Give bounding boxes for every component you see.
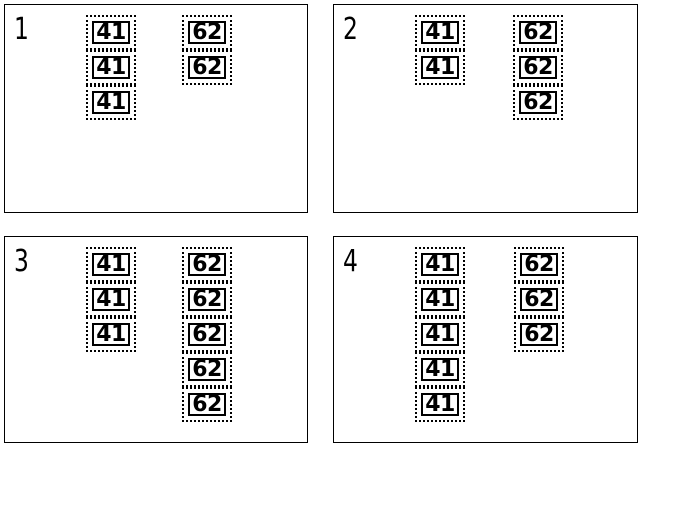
stamp-41: 41 — [415, 247, 465, 282]
stamp-column-62: 62 62 62 62 62 — [182, 247, 232, 422]
stamp-column-41: 41 41 41 — [86, 15, 136, 120]
stamp-face: 41 — [92, 323, 130, 346]
stamp-value: 62 — [192, 19, 222, 45]
stamp-62: 62 — [182, 247, 232, 282]
stamp-62: 62 — [513, 85, 563, 120]
stamp-62: 62 — [513, 15, 563, 50]
panel-3: 3 41 41 41 62 62 62 62 62 — [4, 236, 308, 443]
stamp-41: 41 — [86, 85, 136, 120]
stamp-face: 62 — [188, 393, 226, 416]
stamp-62: 62 — [182, 352, 232, 387]
stamp-41: 41 — [415, 282, 465, 317]
stamp-62: 62 — [182, 387, 232, 422]
stamp-41: 41 — [86, 15, 136, 50]
stamp-face: 41 — [421, 358, 459, 381]
stamp-face: 62 — [188, 21, 226, 44]
stamp-value: 41 — [425, 54, 455, 80]
panel-number: 3 — [14, 244, 29, 279]
stamp-column-41: 41 41 41 41 41 — [415, 247, 465, 422]
stamp-value: 41 — [96, 286, 126, 312]
stamp-face: 62 — [188, 323, 226, 346]
stamp-value: 41 — [425, 321, 455, 347]
stamp-value: 62 — [523, 89, 553, 115]
stamp-value: 41 — [96, 19, 126, 45]
stamp-value: 62 — [523, 19, 553, 45]
stamp-face: 41 — [421, 288, 459, 311]
stamp-face: 62 — [520, 323, 558, 346]
stamp-value: 62 — [192, 356, 222, 382]
stamp-value: 41 — [425, 286, 455, 312]
stamp-face: 62 — [188, 56, 226, 79]
stamp-62: 62 — [182, 15, 232, 50]
stamp-62: 62 — [182, 50, 232, 85]
stamp-face: 62 — [520, 253, 558, 276]
stamp-41: 41 — [415, 387, 465, 422]
stamp-value: 62 — [192, 391, 222, 417]
stamp-value: 62 — [524, 321, 554, 347]
stamp-62: 62 — [514, 282, 564, 317]
stamp-face: 41 — [92, 91, 130, 114]
stamp-62: 62 — [182, 317, 232, 352]
stamp-face: 62 — [519, 56, 557, 79]
stamp-column-62: 62 62 62 — [514, 247, 564, 352]
panel-4: 4 41 41 41 41 41 62 62 62 — [333, 236, 638, 443]
stamp-value: 41 — [96, 321, 126, 347]
stamp-face: 41 — [92, 253, 130, 276]
stamp-value: 62 — [192, 286, 222, 312]
stamp-value: 62 — [523, 54, 553, 80]
stamp-41: 41 — [415, 50, 465, 85]
panel-number: 2 — [343, 12, 358, 47]
stamp-62: 62 — [513, 50, 563, 85]
stamp-62: 62 — [514, 317, 564, 352]
stamp-41: 41 — [415, 15, 465, 50]
stamp-face: 62 — [188, 253, 226, 276]
stamp-value: 41 — [425, 356, 455, 382]
stamp-face: 62 — [188, 358, 226, 381]
stamp-face: 41 — [421, 21, 459, 44]
stamp-face: 62 — [188, 288, 226, 311]
stamp-value: 62 — [192, 54, 222, 80]
stamp-value: 41 — [96, 54, 126, 80]
stamp-face: 41 — [92, 56, 130, 79]
stamp-face: 41 — [421, 323, 459, 346]
stamp-value: 41 — [425, 251, 455, 277]
panel-number: 4 — [343, 244, 358, 279]
panel-number: 1 — [14, 12, 29, 47]
stamp-face: 62 — [519, 91, 557, 114]
stamp-face: 41 — [92, 21, 130, 44]
stamp-value: 62 — [192, 321, 222, 347]
stamp-62: 62 — [182, 282, 232, 317]
stamp-41: 41 — [415, 352, 465, 387]
stamp-value: 62 — [524, 251, 554, 277]
stamp-face: 41 — [421, 253, 459, 276]
stamp-column-62: 62 62 62 — [513, 15, 563, 120]
stamp-62: 62 — [514, 247, 564, 282]
stamp-41: 41 — [86, 247, 136, 282]
stamp-41: 41 — [415, 317, 465, 352]
stamp-face: 41 — [92, 288, 130, 311]
stamp-41: 41 — [86, 317, 136, 352]
stamp-value: 41 — [96, 89, 126, 115]
stamp-value: 62 — [524, 286, 554, 312]
stamp-41: 41 — [86, 282, 136, 317]
stamp-face: 62 — [520, 288, 558, 311]
stamp-value: 62 — [192, 251, 222, 277]
stamp-value: 41 — [96, 251, 126, 277]
stamp-face: 41 — [421, 393, 459, 416]
stamp-value: 41 — [425, 19, 455, 45]
stamp-41: 41 — [86, 50, 136, 85]
stamp-face: 62 — [519, 21, 557, 44]
stamp-face: 41 — [421, 56, 459, 79]
stamp-value: 41 — [425, 391, 455, 417]
stamp-column-41: 41 41 41 — [86, 247, 136, 352]
